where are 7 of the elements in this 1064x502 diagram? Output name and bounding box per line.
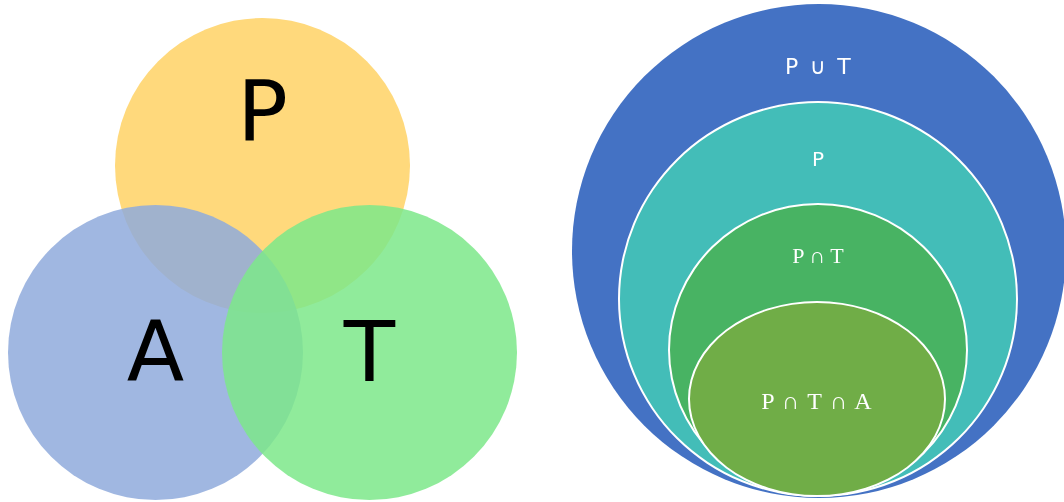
set-label: A: [126, 310, 185, 394]
set-label: P ∩ T ∩ A: [761, 389, 873, 413]
set-label: P: [237, 70, 288, 154]
set-label: P: [811, 149, 825, 169]
set-label: P ∪ T: [785, 56, 853, 78]
set-label: T: [343, 310, 396, 394]
set-label: P ∩ T: [792, 245, 844, 267]
